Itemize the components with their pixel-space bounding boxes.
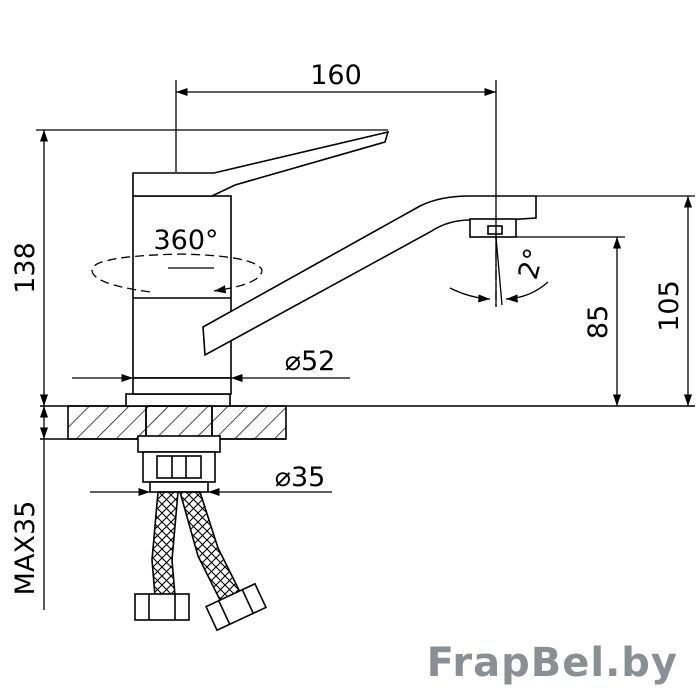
hose-left-nut (134, 593, 190, 621)
dim-max35-label: MAX35 (10, 501, 41, 596)
rotation-arc (91, 253, 263, 294)
faucet-body (132, 195, 232, 379)
hose-right (178, 491, 244, 606)
dim-tilt-label: 2° (513, 245, 551, 283)
dim-35-label: ⌀35 (275, 462, 326, 493)
hose-right-nut (204, 582, 268, 632)
countertop-section-right (211, 405, 287, 440)
spout-aerator (469, 218, 517, 238)
dim-85-label: 85 (583, 305, 614, 339)
faucet-handle (132, 130, 390, 197)
faucet-base (125, 393, 231, 407)
site-watermark: FrapBel.by (426, 640, 678, 686)
dim-rotation-label: 360° (153, 225, 218, 256)
dim-52-label: ⌀52 (285, 346, 336, 377)
faucet-spout (202, 195, 537, 357)
dim-105-label: 105 (654, 280, 685, 332)
dim-160-label: 160 (310, 60, 362, 91)
dim-tilt-arc (449, 287, 491, 303)
dim-138-label: 138 (10, 242, 41, 294)
hose-left (151, 491, 179, 597)
countertop-section-left (67, 405, 147, 440)
